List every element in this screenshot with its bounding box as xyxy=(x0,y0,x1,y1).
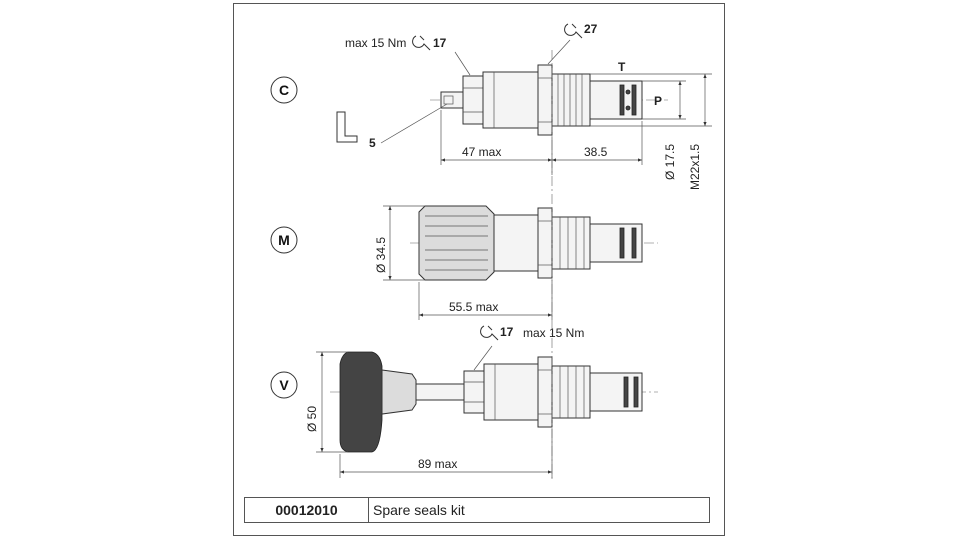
variant-v-torque-label: max 15 Nm xyxy=(523,326,584,340)
variant-v-hex xyxy=(537,356,553,428)
variant-c-body xyxy=(482,71,539,129)
variant-v-torque-leader xyxy=(473,345,493,371)
variant-v-locknut xyxy=(463,370,485,414)
variant-c-dim-dia-label: Ø 17.5 xyxy=(663,144,677,180)
variant-c-hex-socket xyxy=(443,95,454,105)
wrench-icon xyxy=(412,35,431,51)
variant-m-body xyxy=(493,214,539,272)
variant-c-wrench-large-size: 27 xyxy=(584,22,598,36)
wrench-icon xyxy=(480,325,499,341)
variant-v-letter: V xyxy=(279,377,289,393)
variant-v-spindle xyxy=(415,383,465,401)
variant-v-body xyxy=(483,363,539,421)
kit-description: Spare seals kit xyxy=(373,502,465,518)
variant-c-port-p: P xyxy=(654,94,662,108)
variant-c-dim-right-label: 38.5 xyxy=(584,145,608,159)
variant-m-letter: M xyxy=(278,232,290,248)
variant-c-hex-leader xyxy=(547,39,571,65)
variant-c-dim-left-label: 47 max xyxy=(462,145,501,159)
variant-c-dim-thread-label: M22x1.5 xyxy=(688,144,702,190)
variant-c-port-t: T xyxy=(618,60,626,74)
variant-v-cartridge xyxy=(589,372,643,412)
variant-v-wrench-size: 17 xyxy=(500,325,514,339)
variant-m-knob xyxy=(418,205,495,281)
variant-c-circle xyxy=(270,76,298,104)
drawing-frame xyxy=(233,3,725,536)
variant-c-hex-27 xyxy=(537,64,553,136)
variant-v-dim-dia-label: Ø 50 xyxy=(305,406,319,432)
spare-kit-table: 00012010 Spare seals kit xyxy=(244,497,710,523)
variant-v-handwheel xyxy=(339,351,383,453)
variant-v-circle xyxy=(270,371,298,399)
wrench-icon xyxy=(564,23,583,39)
variant-v-hub xyxy=(381,369,417,415)
variant-m-dim-dia-label: Ø 34.5 xyxy=(374,237,388,273)
variant-c-torque-leader xyxy=(454,51,471,76)
variant-v: V 17 max 15 Nm Ø 50 xyxy=(270,325,658,478)
variant-c-wrench-small-size: 17 xyxy=(433,36,447,50)
variant-v-dim-length-label: 89 max xyxy=(418,457,457,471)
variant-c-hex-key-leader xyxy=(380,103,448,144)
variant-c: C max 15 Nm 17 xyxy=(270,22,712,190)
variant-c-hex-key-size: 5 xyxy=(369,136,376,150)
variant-c-locknut xyxy=(462,75,484,125)
variant-m: M Ø 34.5 55.5 max xyxy=(270,205,658,320)
kit-code: 00012010 xyxy=(245,498,369,522)
variant-m-circle xyxy=(270,226,298,254)
variant-m-hex xyxy=(537,207,553,279)
hex-key-icon xyxy=(336,111,358,143)
variant-c-torque-label: max 15 Nm xyxy=(345,36,406,50)
variant-c-letter: C xyxy=(279,82,289,98)
variant-m-dim-length-label: 55.5 max xyxy=(449,300,498,314)
